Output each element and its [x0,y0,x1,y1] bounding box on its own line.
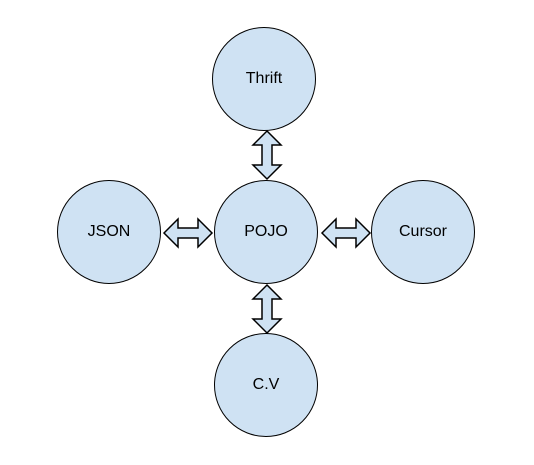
double-arrow-json-pojo [162,217,214,249]
node-pojo: POJO [214,180,318,284]
node-cursor-label: Cursor [398,223,447,240]
node-json-label: JSON [87,223,131,240]
node-pojo-label: POJO [244,223,288,240]
node-cv: C.V [214,333,318,437]
node-cv-label: C.V [252,376,280,393]
double-arrow-pojo-cv [251,283,283,335]
node-cursor: Cursor [371,180,475,284]
node-thrift: Thrift [212,27,316,131]
double-arrow-pojo-cursor [320,217,372,249]
node-thrift-label: Thrift [245,70,283,87]
double-arrow-thrift-pojo [251,129,283,181]
node-json: JSON [57,180,161,284]
